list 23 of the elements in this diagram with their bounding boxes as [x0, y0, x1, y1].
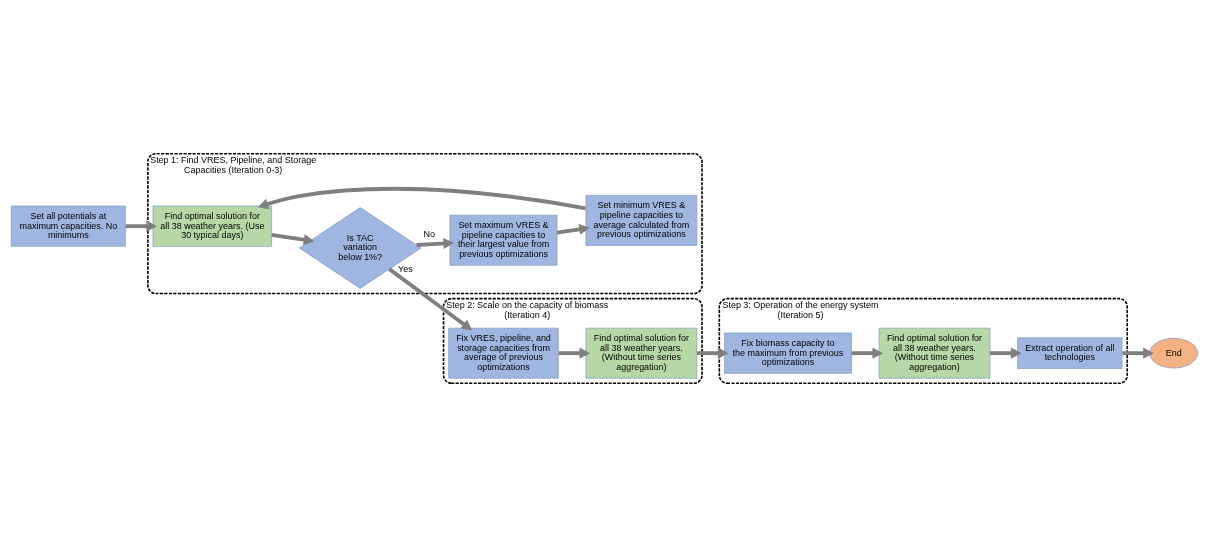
node-box: Extract operation of all technologies: [1017, 337, 1123, 369]
node-box: Find optimal solution for all 38 weather years. (Without time series aggregation): [878, 327, 991, 379]
arrow: [851, 347, 883, 359]
arrow: [556, 223, 590, 235]
node-box: Set maximum VRES & pipeline capacities to their largest value from previous optimizations: [449, 214, 558, 266]
arrow: [257, 186, 586, 211]
arrow: [558, 347, 591, 359]
arrow: [990, 347, 1022, 359]
arrow: [271, 233, 315, 246]
node-box: Set minimum VRES & pipeline capacities to average calculated from previous optimizations: [585, 195, 698, 246]
edge-label: Yes: [398, 263, 413, 274]
node-box: Set all potentials at maximum capacities. No minimums: [10, 205, 126, 247]
arrow: [125, 220, 157, 232]
edge-label: No: [423, 229, 435, 240]
node-box: Fix VRES, pipeline, and storage capacities from average of previous optimizations: [448, 327, 559, 379]
node-box: Find optimal solution for all 38 weather years. (Without time series aggregation): [585, 327, 698, 379]
node-box: Find optimal solution for all 38 weather years. (Use 30 typical days): [152, 205, 272, 247]
node-ellipse: End: [1149, 338, 1199, 369]
arrow: [1122, 347, 1154, 359]
arrow: [696, 347, 729, 359]
arrow: [416, 237, 454, 250]
arrow: [388, 267, 473, 331]
node-box: Fix biomass capacity to the maximum from previous optimizations: [724, 332, 852, 374]
